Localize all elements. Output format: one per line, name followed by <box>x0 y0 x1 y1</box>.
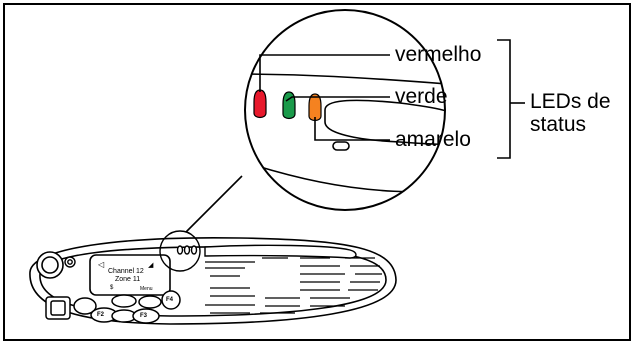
outer-border <box>3 3 631 341</box>
volume-knob[interactable] <box>36 251 64 279</box>
led-amber <box>308 93 322 122</box>
zoom-connector <box>185 175 243 233</box>
magnifier-outline <box>244 9 446 211</box>
label-status-leds-line2: status <box>530 113 587 136</box>
led-green <box>282 91 296 120</box>
zoom-source-circle <box>159 230 201 272</box>
display-softkey-left: $ <box>110 285 114 291</box>
key-f3-label: F3 <box>140 313 148 319</box>
display-softkey-right: Menu <box>140 286 153 292</box>
body-status-leds <box>176 245 198 255</box>
key-f4-label: F4 <box>166 297 174 303</box>
nav-buttons[interactable] <box>45 290 181 324</box>
key-f2-label: F2 <box>97 312 105 318</box>
leader-green <box>285 96 390 102</box>
label-red-led: vermelho <box>395 43 482 66</box>
display-zone: Zone 11 <box>115 276 141 283</box>
led-red <box>253 89 267 119</box>
status-bracket <box>497 39 511 159</box>
leader-amber <box>314 117 390 141</box>
label-green-led: verde <box>395 85 448 108</box>
label-status-leds-line1: LEDs de <box>530 90 611 113</box>
power-button[interactable] <box>64 256 76 268</box>
leader-red <box>259 54 390 92</box>
light-pipe <box>204 244 357 259</box>
magnifier-fill <box>245 10 445 210</box>
lcd-display <box>89 254 171 296</box>
label-amber-led: amarelo <box>395 128 471 151</box>
speaker-grille <box>205 257 382 314</box>
display-channel: Channel 12 <box>108 268 144 275</box>
speaker-glyph: ◁ <box>98 260 105 269</box>
signal-glyph: ◢ <box>148 262 154 269</box>
